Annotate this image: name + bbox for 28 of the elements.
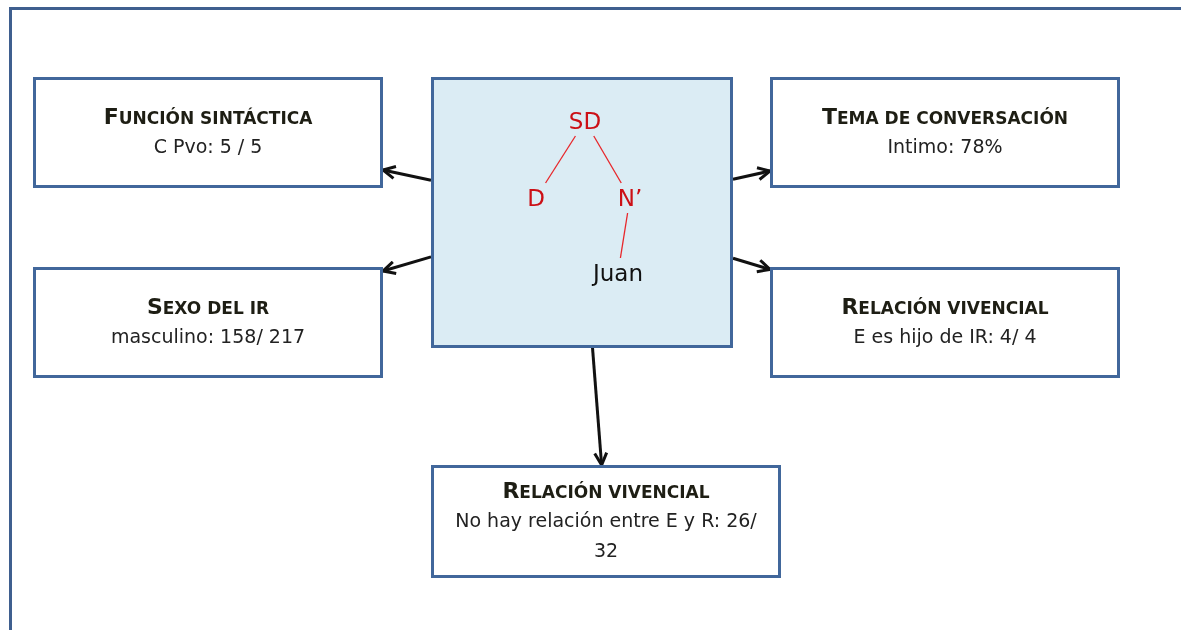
box-text: Intimo: 78% [886, 134, 1004, 159]
box-heading: SEXO DEL IR [145, 294, 271, 321]
info-box [770, 267, 1120, 378]
tree-branch [593, 135, 622, 184]
box-text: No hay relación entre E y R: 26/ 32 [454, 508, 758, 563]
box-text: masculino: 158/ 217 [109, 324, 307, 349]
arrow [381, 165, 432, 182]
info-box [33, 267, 383, 378]
box-text: E es hijo de IR: 4/ 4 [852, 324, 1038, 349]
box-text: C Pvo: 5 / 5 [152, 134, 264, 159]
box-heading: RELACIÓN VIVENCIAL [501, 478, 711, 505]
tree-branch [544, 135, 577, 184]
box-heading: FUNCIÓN SINTÁCTICA [102, 104, 314, 131]
tree-label: D [527, 184, 545, 212]
info-box [770, 77, 1120, 188]
tree-label: N’ [617, 184, 643, 212]
arrow [732, 256, 772, 274]
syntax-tree-panel [431, 77, 733, 348]
info-box [431, 465, 781, 578]
arrow [381, 255, 432, 275]
box-heading: TEMA DE CONVERSACIÓN [820, 104, 1070, 131]
arrow [732, 166, 772, 181]
box-heading: RELACIÓN VIVENCIAL [840, 294, 1050, 321]
info-box [33, 77, 383, 188]
tree-branch [619, 212, 629, 259]
tree-label: Juan [593, 259, 643, 287]
arrow [591, 347, 609, 467]
tree-label: SD [568, 107, 602, 135]
